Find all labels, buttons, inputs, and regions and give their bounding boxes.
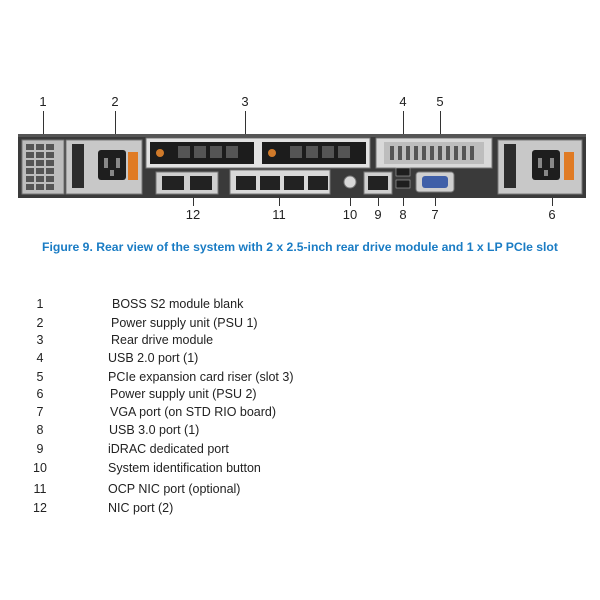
callout-6: 6 (548, 207, 556, 222)
leader-line-6 (552, 190, 553, 206)
legend-number: 8 (36, 423, 44, 437)
legend-label: USB 3.0 port (1) (109, 423, 200, 437)
legend-label: iDRAC dedicated port (108, 442, 229, 456)
psu-1 (65, 139, 143, 195)
callout-5: 5 (436, 94, 444, 109)
legend-number: 9 (36, 442, 44, 456)
legend-label: USB 2.0 port (1) (108, 351, 199, 365)
legend-number: 3 (36, 333, 44, 347)
legend-label: Power supply unit (PSU 2) (110, 387, 257, 401)
legend-label: PCIe expansion card riser (slot 3) (108, 370, 294, 384)
leader-line-2 (115, 111, 116, 153)
callout-3: 3 (241, 94, 249, 109)
psu-1-handle (128, 152, 138, 180)
legend-label: System identification button (108, 461, 261, 475)
legend-number: 10 (33, 461, 47, 475)
server-rear-view (18, 134, 586, 198)
callout-9: 9 (374, 207, 382, 222)
legend-number: 12 (33, 501, 47, 515)
nic-ports (155, 171, 219, 195)
legend-number: 11 (33, 482, 47, 496)
legend-label: Power supply unit (PSU 1) (111, 316, 258, 330)
ocp-nic-ports (229, 169, 331, 195)
rear-drive-module (145, 137, 371, 169)
legend-number: 5 (36, 370, 44, 384)
legend-number: 6 (36, 387, 44, 401)
pcie-riser (375, 137, 493, 169)
legend-number: 2 (36, 316, 44, 330)
psu-2 (497, 139, 583, 195)
figure-caption: Figure 9. Rear view of the system with 2… (42, 240, 558, 254)
callout-8: 8 (399, 207, 407, 222)
usb-2-port (395, 167, 411, 177)
legend-label: OCP NIC port (optional) (108, 482, 241, 496)
usb-3-port (395, 179, 411, 189)
callout-4: 4 (399, 94, 407, 109)
vga-port (415, 171, 455, 193)
leader-line-1 (43, 111, 44, 143)
legend-label: Rear drive module (111, 333, 214, 347)
callout-12: 12 (185, 207, 201, 222)
legend-number: 1 (36, 297, 44, 311)
callout-1: 1 (39, 94, 47, 109)
callout-10: 10 (342, 207, 358, 222)
legend-number: 7 (36, 405, 44, 419)
callout-7: 7 (431, 207, 439, 222)
legend-label: VGA port (on STD RIO board) (110, 405, 277, 419)
legend-label: NIC port (2) (108, 501, 174, 515)
leader-line-3 (245, 111, 246, 147)
chassis-top-edge (18, 134, 586, 137)
leader-line-5 (440, 111, 441, 147)
legend-number: 4 (36, 351, 44, 365)
legend-label: BOSS S2 module blank (112, 297, 244, 311)
callout-2: 2 (111, 94, 119, 109)
psu-2-handle (564, 152, 574, 180)
boss-module-blank (21, 139, 65, 195)
callout-11: 11 (272, 207, 286, 222)
idrac-port (363, 171, 393, 195)
system-id-button (343, 175, 357, 189)
